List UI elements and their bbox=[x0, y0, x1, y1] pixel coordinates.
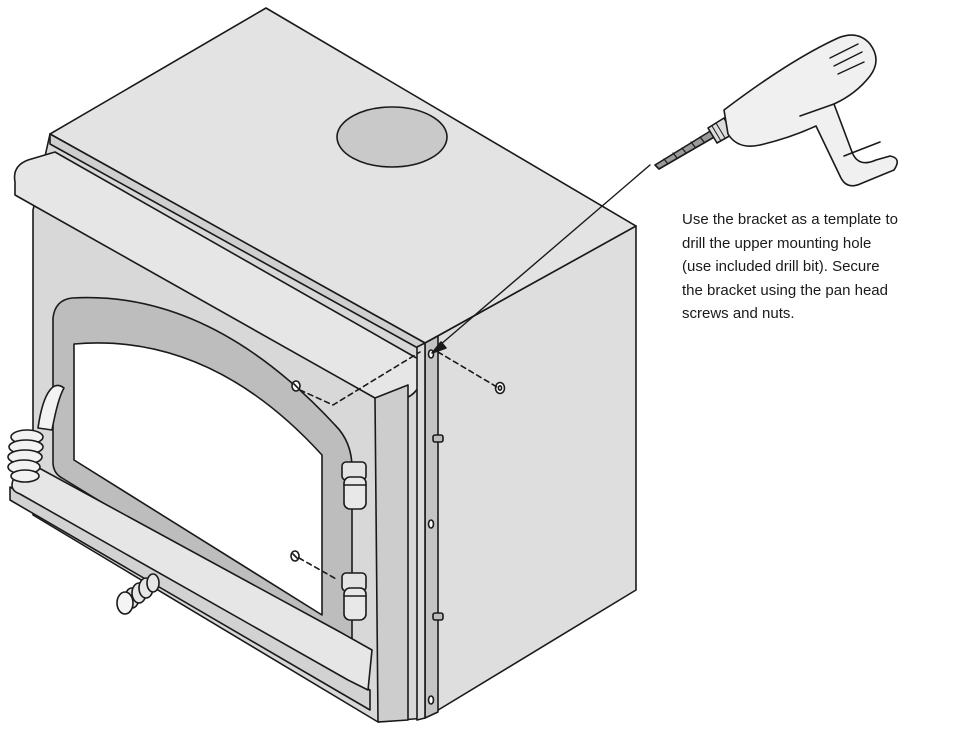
instruction-line: drill the upper mounting hole bbox=[682, 234, 872, 252]
instruction-line: screws and nuts. bbox=[682, 305, 795, 322]
pan-head-screw-upper bbox=[291, 380, 301, 392]
bracket-holes bbox=[427, 349, 435, 705]
alignment-dashes bbox=[298, 351, 498, 581]
bottom-ash-lip bbox=[11, 461, 373, 691]
side-studs bbox=[432, 434, 444, 621]
drill-icon bbox=[654, 34, 898, 187]
surround-side-panel bbox=[374, 384, 409, 723]
instruction-text: Use the bracket as a template to drill t… bbox=[682, 208, 952, 326]
door-handle-rod bbox=[37, 384, 65, 431]
drill-arrow-head bbox=[431, 341, 447, 354]
flue-collar bbox=[336, 106, 448, 168]
mounting-bracket-face bbox=[416, 342, 426, 721]
instruction-line: (use included drill bit). Secure bbox=[682, 258, 880, 275]
upper-hinge bbox=[341, 461, 367, 510]
air-control-knob bbox=[116, 573, 160, 615]
lower-hinge bbox=[341, 572, 367, 621]
instruction-line: the bracket using the pan head bbox=[682, 281, 888, 299]
instruction-line: Use the bracket as a template to bbox=[682, 211, 898, 228]
door-handle-coil bbox=[7, 429, 44, 483]
nut bbox=[494, 381, 506, 395]
drill-arrow-line bbox=[439, 164, 651, 346]
pan-head-screw-lower bbox=[290, 550, 300, 562]
door-glass bbox=[73, 342, 323, 616]
